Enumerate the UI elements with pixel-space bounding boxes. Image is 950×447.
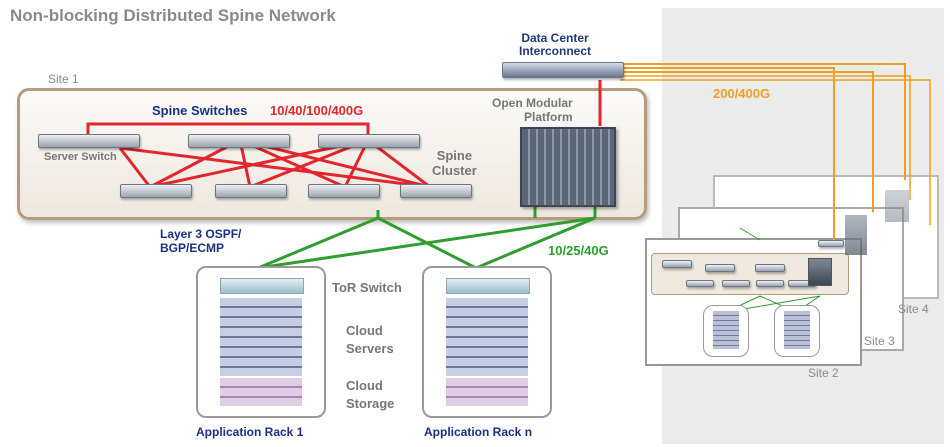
server-switch-label: Server Switch [44, 151, 117, 163]
dci-switch [502, 62, 624, 78]
site2-dci-switch [818, 240, 844, 247]
layer3-label: Layer 3 OSPF/ BGP/ECMP [160, 227, 241, 255]
cloud-servers-label: Cloud Servers [346, 322, 394, 358]
diagram-title: Non-blocking Distributed Spine Network [10, 6, 336, 25]
spine-switch [188, 134, 290, 148]
leaf-switch [215, 184, 287, 198]
dci-label: Data Center Interconnect [519, 32, 591, 58]
cloud-storage [446, 378, 528, 406]
leaf-switch [308, 184, 380, 198]
cloud-storage-line2: Storage [346, 396, 395, 411]
spine-cluster-line1: Spine [436, 148, 473, 163]
spine-switches-label: Spine Switches [152, 103, 248, 118]
dci-label-line2: Interconnect [519, 44, 592, 58]
tor-switch [220, 278, 304, 294]
site2-spine-switch [705, 264, 735, 272]
cloud-servers-line2: Servers [346, 341, 394, 356]
tor-speed-label: 10/25/40G [548, 243, 609, 258]
layer3-line1: Layer 3 OSPF/ [160, 227, 242, 241]
cloud-servers-line1: Cloud [346, 323, 383, 338]
omp-label-line1: Open Modular [492, 96, 573, 110]
site2-label: Site 2 [808, 366, 839, 380]
leaf-switch [120, 184, 192, 198]
rack1-label: Application Rack 1 [196, 425, 304, 439]
rackn-label: Application Rack n [424, 425, 533, 439]
tor-links [257, 205, 597, 270]
spine-speed-label: 10/40/100/400G [270, 103, 364, 118]
site2-leaf-switch [686, 280, 714, 287]
dci-label-line1: Data Center [521, 31, 589, 45]
tor-switch-label: ToR Switch [332, 280, 402, 295]
application-rack-1 [196, 266, 326, 418]
server-switch [38, 134, 140, 148]
spine-cluster-label: Spine Cluster [432, 148, 477, 178]
dci-links [620, 63, 931, 244]
layer3-line2: BGP/ECMP [160, 241, 225, 255]
site2-modular-platform [808, 258, 832, 286]
cloud-storage-line1: Cloud [346, 378, 383, 393]
cloud-storage [220, 378, 302, 406]
cloud-servers [446, 298, 528, 376]
cloud-servers [220, 298, 302, 376]
site2-leaf-switch [722, 280, 750, 287]
site2-leaf-switch [756, 280, 784, 287]
site4-label: Site 4 [898, 302, 929, 316]
tor-switch [446, 278, 530, 294]
site3-label: Site 3 [864, 334, 895, 348]
site1-label: Site 1 [48, 72, 79, 86]
spine-switch [318, 134, 420, 148]
site2-server-switch [662, 260, 692, 268]
cloud-storage-label: Cloud Storage [346, 377, 394, 413]
site2-spine-switch [755, 264, 785, 272]
omp-label: Open Modular Platform [492, 96, 573, 124]
site2-rack [774, 305, 820, 357]
dci-speed-label: 200/400G [713, 86, 771, 101]
site3-modular-platform [845, 215, 867, 255]
leaf-switch [400, 184, 472, 198]
spine-cluster-line2: Cluster [432, 163, 477, 178]
site4-modular-platform [885, 190, 909, 222]
application-rack-n [422, 266, 552, 418]
open-modular-platform [520, 127, 616, 207]
omp-label-line2: Platform [523, 110, 573, 124]
site2-rack [703, 305, 749, 357]
